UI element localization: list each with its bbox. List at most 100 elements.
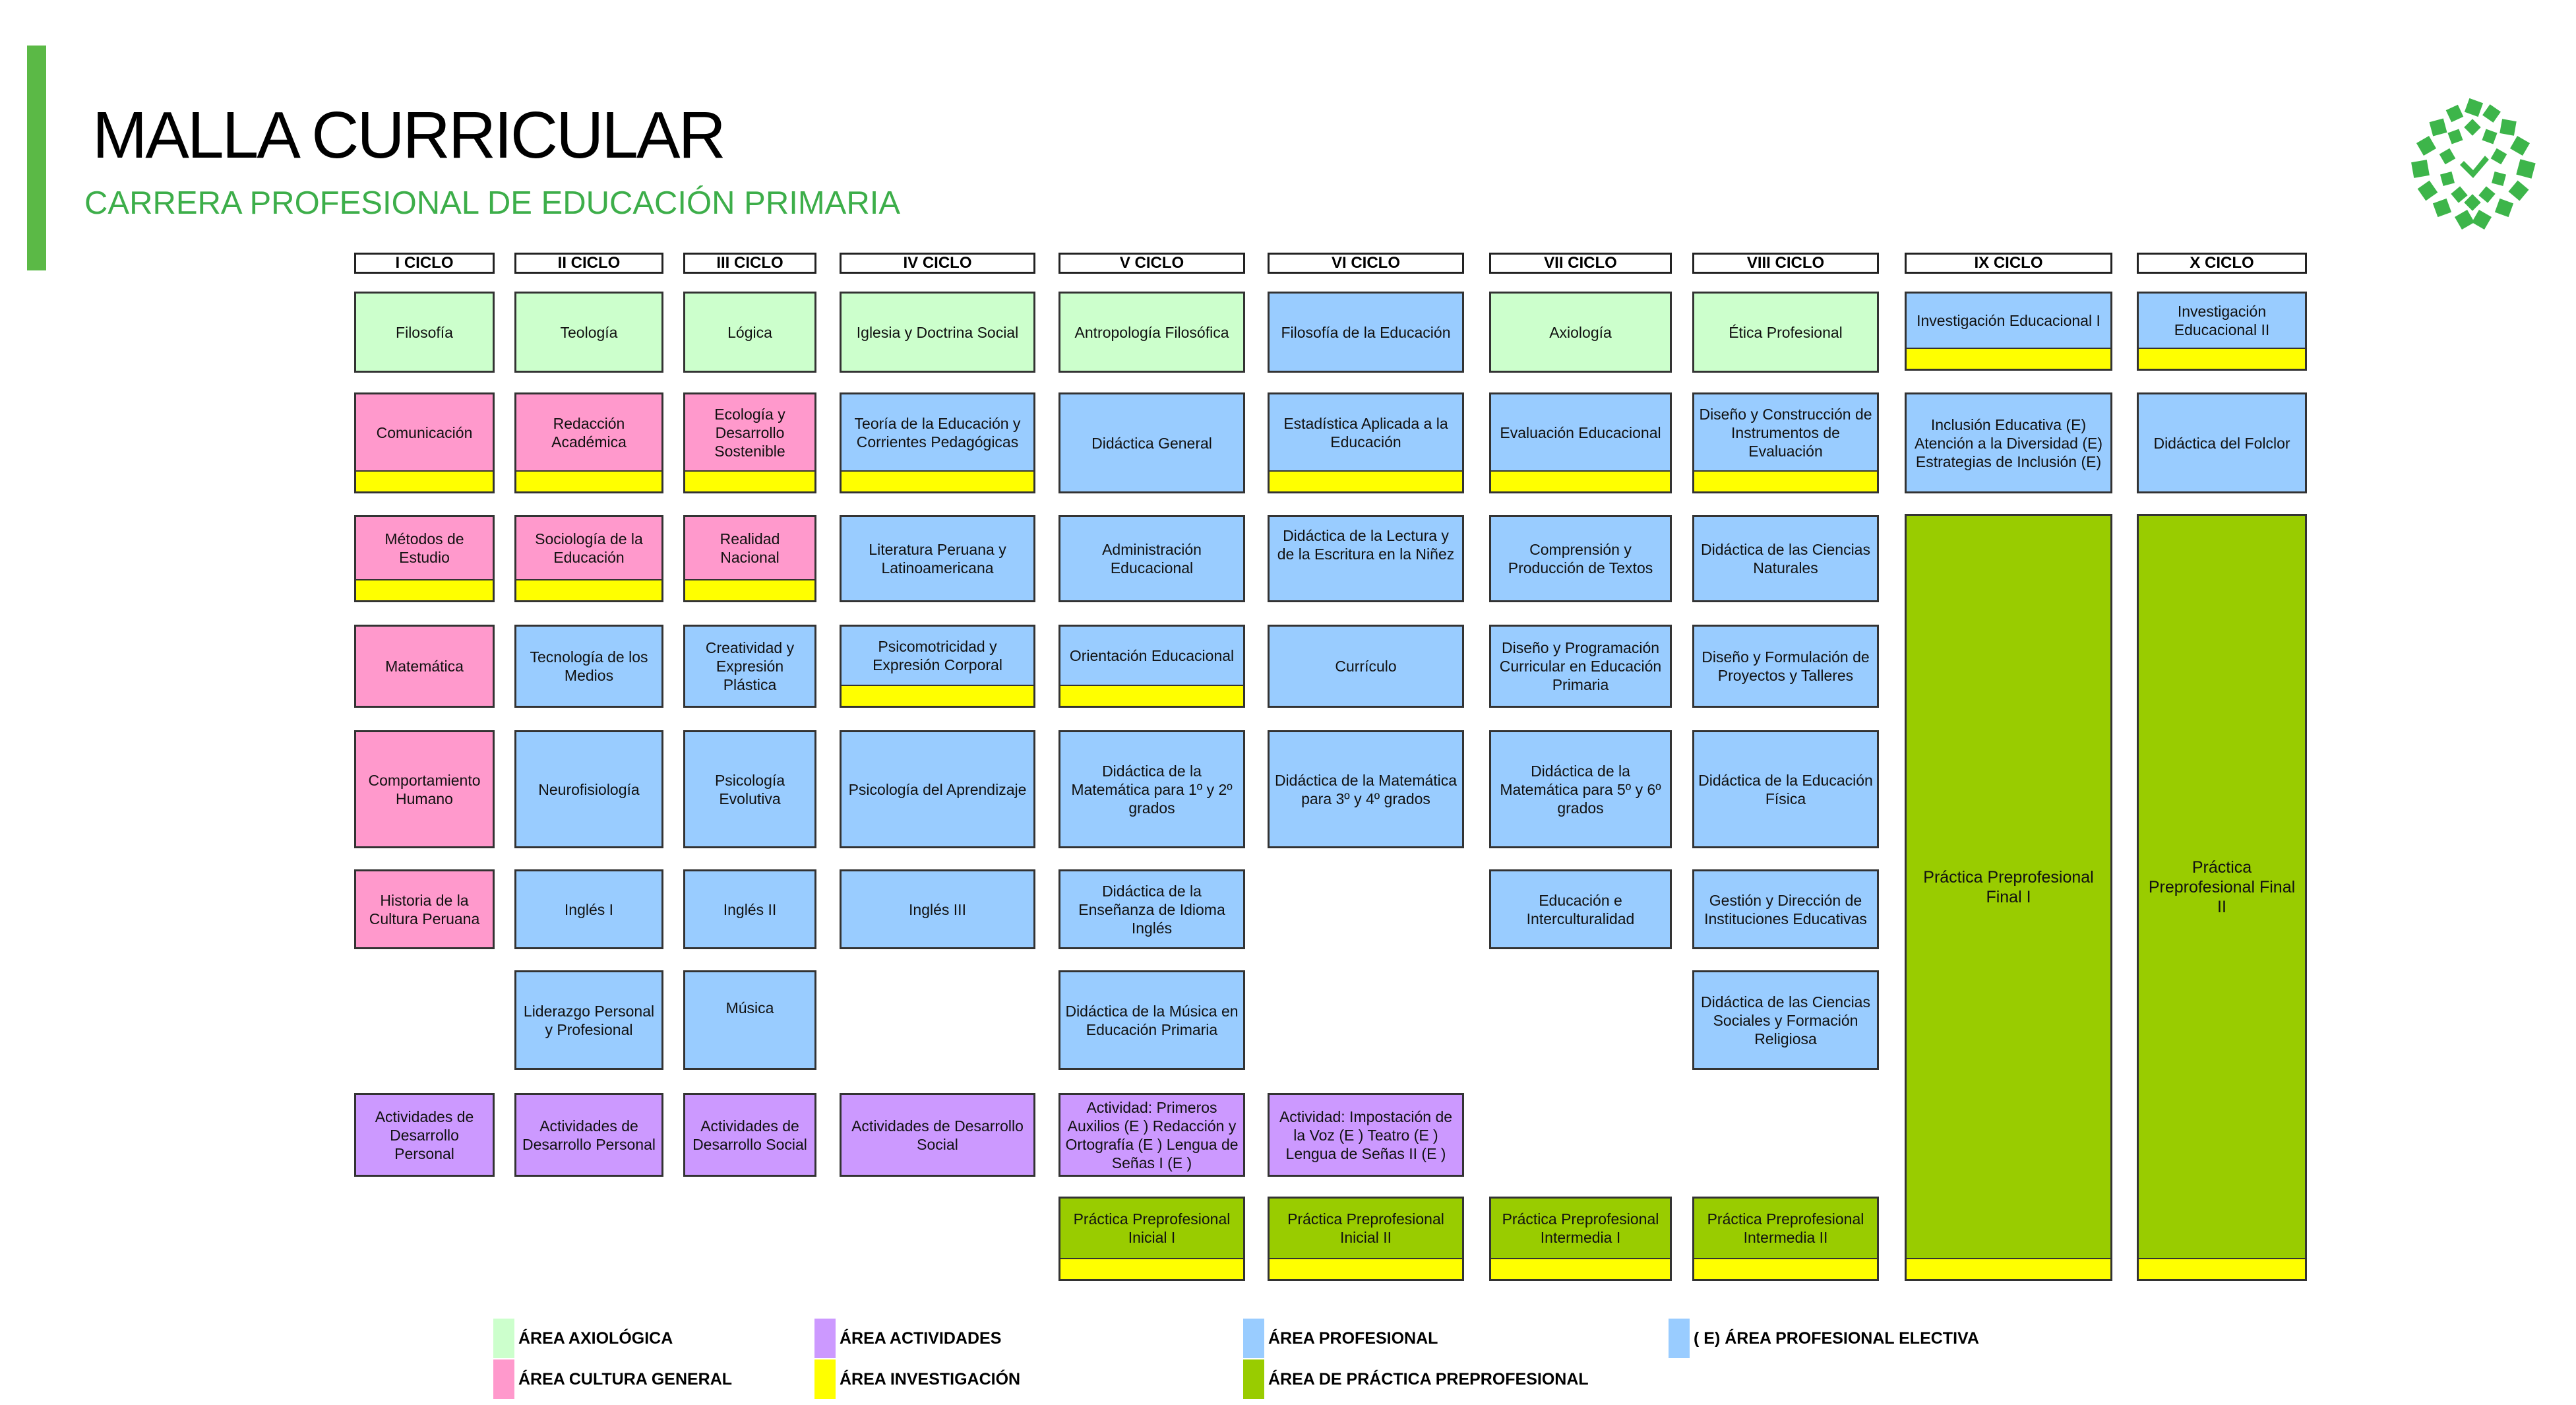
course-estadistica-aplicada: Estadística Aplicada a la Educación <box>1268 392 1464 493</box>
cycle-header-9: IX CICLO <box>1905 253 2112 274</box>
legend-cultura-general: ÁREA CULTURA GENERAL <box>493 1359 732 1399</box>
course-administracion-educacional: Administración Educacional <box>1058 515 1245 602</box>
course-practica-inicial-1: Práctica Preprofesional Inicial I <box>1058 1197 1245 1281</box>
course-orientacion-educacional: Orientación Educacional <box>1058 625 1245 708</box>
course-diseno-construccion-instrumentos: Diseño y Construcción de Instrumentos de… <box>1692 392 1879 493</box>
legend-label: ÁREA CULTURA GENERAL <box>518 1369 733 1389</box>
course-diseno-formulacion-proyectos: Diseño y Formulación de Proyectos y Tall… <box>1692 625 1879 708</box>
legend-label: ÁREA AXIOLÓGICA <box>518 1328 673 1348</box>
course-didactica-general: Didáctica General <box>1058 392 1245 493</box>
course-ingles-3: Inglés III <box>840 869 1035 949</box>
legend-profesional: ÁREA PROFESIONAL <box>1243 1319 1438 1358</box>
course-didactica-ciencias-sociales: Didáctica de las Ciencias Sociales y For… <box>1692 970 1879 1070</box>
course-didactica-lectura-escritura: Didáctica de la Lectura y de la Escritur… <box>1268 515 1464 602</box>
legend-swatch-actividades <box>814 1319 836 1358</box>
course-actividades-desarrollo-social-4: Actividades de Desarrollo Social <box>840 1093 1035 1177</box>
cycle-header-7: VII CICLO <box>1489 253 1672 274</box>
cycle-header-3: III CICLO <box>683 253 816 274</box>
course-inclusion-educativa: Inclusión Educativa (E) Atención a la Di… <box>1905 392 2112 493</box>
course-ingles-1: Inglés I <box>514 869 663 949</box>
course-metodos-de-estudio: Métodos de Estudio <box>354 515 495 602</box>
course-actividades-desarrollo-social-3: Actividades de Desarrollo Social <box>683 1093 816 1177</box>
course-liderazgo-personal: Liderazgo Personal y Profesional <box>514 970 663 1070</box>
course-didactica-musica: Didáctica de la Música en Educación Prim… <box>1058 970 1245 1070</box>
legend-label: ÁREA DE PRÁCTICA PREPROFESIONAL <box>1268 1369 1589 1389</box>
course-realidad-nacional: Realidad Nacional <box>683 515 816 602</box>
course-gestion-direccion-instituciones: Gestión y Dirección de Instituciones Edu… <box>1692 869 1879 949</box>
course-teologia: Teología <box>514 292 663 373</box>
course-actividad-primeros-auxilios: Actividad: Primeros Auxilios (E ) Redacc… <box>1058 1093 1245 1177</box>
legend-axiologica: ÁREA AXIOLÓGICA <box>493 1319 673 1358</box>
cycle-header-2: II CICLO <box>514 253 663 274</box>
course-didactica-matematica-3-4: Didáctica de la Matemática para 3º y 4º … <box>1268 730 1464 848</box>
legend-swatch-profesional-electiva <box>1669 1319 1690 1358</box>
course-didactica-matematica-5-6: Didáctica de la Matemática para 5º y 6º … <box>1489 730 1672 848</box>
course-didactica-ciencias-naturales: Didáctica de las Ciencias Naturales <box>1692 515 1879 602</box>
course-comprension-produccion-textos: Comprensión y Producción de Textos <box>1489 515 1672 602</box>
course-practica-inicial-2: Práctica Preprofesional Inicial II <box>1268 1197 1464 1281</box>
legend-label: ÁREA INVESTIGACIÓN <box>840 1369 1021 1389</box>
course-logica: Lógica <box>683 292 816 373</box>
course-historia-cultura-peruana: Historia de la Cultura Peruana <box>354 869 495 949</box>
cycle-header-1: I CICLO <box>354 253 495 274</box>
leaf-mosaic-logo-icon <box>2411 98 2536 230</box>
legend-swatch-investigacion <box>814 1359 836 1399</box>
course-practica-final-2: Práctica Preprofesional Final II <box>2137 514 2307 1281</box>
course-didactica-matematica-1-2: Didáctica de la Matemática para 1º y 2º … <box>1058 730 1245 848</box>
course-didactica-educacion-fisica: Didáctica de la Educación Física <box>1692 730 1879 848</box>
course-didactica-ingles: Didáctica de la Enseñanza de Idioma Ingl… <box>1058 869 1245 949</box>
course-practica-intermedia-1: Práctica Preprofesional Intermedia I <box>1489 1197 1672 1281</box>
cycle-header-6: VI CICLO <box>1268 253 1464 274</box>
course-antropologia-filosofica: Antropología Filosófica <box>1058 292 1245 373</box>
course-sociologia-educacion: Sociología de la Educación <box>514 515 663 602</box>
course-neurofisiologia: Neurofisiología <box>514 730 663 848</box>
course-actividad-impostacion-voz: Actividad: Impostación de la Voz (E ) Te… <box>1268 1093 1464 1177</box>
course-axiologia: Axiología <box>1489 292 1672 373</box>
course-educacion-interculturalidad: Educación e Interculturalidad <box>1489 869 1672 949</box>
course-musica: Música <box>683 970 816 1070</box>
course-filosofia: Filosofía <box>354 292 495 373</box>
legend-actividades: ÁREA ACTIVIDADES <box>814 1319 1001 1358</box>
course-actividades-desarrollo-personal-1: Actividades de Desarrollo Personal <box>354 1093 495 1177</box>
legend-swatch-practica <box>1243 1359 1264 1399</box>
course-comportamiento-humano: Comportamiento Humano <box>354 730 495 848</box>
legend-swatch-profesional <box>1243 1319 1264 1358</box>
course-investigacion-educacional-2: Investigación Educacional II <box>2137 292 2307 371</box>
cycle-header-10: X CICLO <box>2137 253 2307 274</box>
cycle-header-4: IV CICLO <box>840 253 1035 274</box>
page-title: MALLA CURRICULAR <box>92 98 726 172</box>
course-ingles-2: Inglés II <box>683 869 816 949</box>
course-teoria-educacion: Teoría de la Educación y Corrientes Peda… <box>840 392 1035 493</box>
legend-swatch-axiologica <box>493 1319 514 1358</box>
course-psicomotricidad: Psicomotricidad y Expresión Corporal <box>840 625 1035 708</box>
course-comunicacion: Comunicación <box>354 392 495 493</box>
course-psicologia-evolutiva: Psicología Evolutiva <box>683 730 816 848</box>
course-psicologia-aprendizaje: Psicología del Aprendizaje <box>840 730 1035 848</box>
legend-swatch-cultura-general <box>493 1359 514 1399</box>
course-filosofia-educacion: Filosofía de la Educación <box>1268 292 1464 373</box>
course-redaccion-academica: Redacción Académica <box>514 392 663 493</box>
cycle-header-8: VIII CICLO <box>1692 253 1879 274</box>
course-curriculo: Currículo <box>1268 625 1464 708</box>
legend-label: ÁREA ACTIVIDADES <box>840 1328 1002 1348</box>
course-ecologia: Ecología y Desarrollo Sostenible <box>683 392 816 493</box>
course-practica-final-1: Práctica Preprofesional Final I <box>1905 514 2112 1281</box>
course-actividades-desarrollo-personal-2: Actividades de Desarrollo Personal <box>514 1093 663 1177</box>
course-practica-intermedia-2: Práctica Preprofesional Intermedia II <box>1692 1197 1879 1281</box>
legend-label: ÁREA PROFESIONAL <box>1268 1328 1438 1348</box>
course-matematica: Matemática <box>354 625 495 708</box>
accent-bar <box>27 46 46 270</box>
legend-investigacion: ÁREA INVESTIGACIÓN <box>814 1359 1020 1399</box>
course-iglesia-doctrina-social: Iglesia y Doctrina Social <box>840 292 1035 373</box>
course-etica-profesional: Ética Profesional <box>1692 292 1879 373</box>
page-subtitle: CARRERA PROFESIONAL DE EDUCACIÓN PRIMARI… <box>84 185 901 221</box>
course-investigacion-educacional-1: Investigación Educacional I <box>1905 292 2112 371</box>
legend-practica-preprofesional: ÁREA DE PRÁCTICA PREPROFESIONAL <box>1243 1359 1589 1399</box>
legend-profesional-electiva: ( E) ÁREA PROFESIONAL ELECTIVA <box>1669 1319 1979 1358</box>
legend-label: ( E) ÁREA PROFESIONAL ELECTIVA <box>1694 1328 1979 1348</box>
course-creatividad-expresion-plastica: Creatividad y Expresión Plástica <box>683 625 816 708</box>
course-literatura-peruana: Literatura Peruana y Latinoamericana <box>840 515 1035 602</box>
course-tecnologia-medios: Tecnología de los Medios <box>514 625 663 708</box>
course-didactica-folclor: Didáctica del Folclor <box>2137 392 2307 493</box>
course-diseno-programacion-curricular: Diseño y Programación Curricular en Educ… <box>1489 625 1672 708</box>
